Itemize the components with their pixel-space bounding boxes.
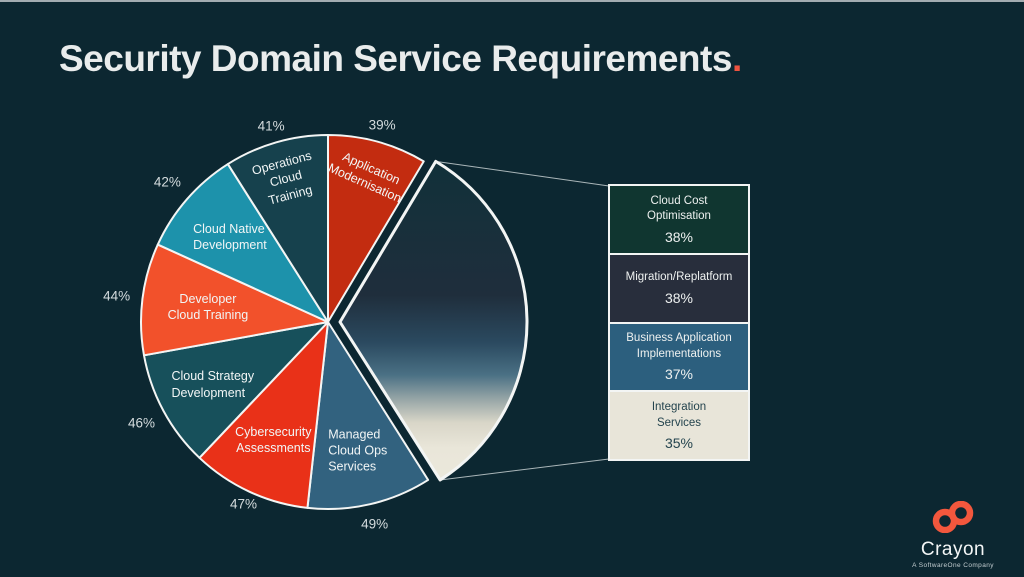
connector-line-bottom	[440, 458, 610, 481]
connector-line-top	[435, 160, 610, 187]
crayon-logo: Crayon A SoftwareOne Company	[894, 500, 1012, 569]
legend-connector-lines	[435, 160, 610, 481]
pie-slice-developer-cloud-training	[140, 243, 329, 357]
legend-item-migration-replatform: Migration/Replatform 38%	[610, 254, 748, 324]
crayon-logo-tagline: A SoftwareOne Company	[912, 562, 994, 569]
pie-slice-managed-cloud-ops-services	[306, 321, 430, 510]
window-edge-artifact	[0, 0, 1024, 2]
legend-item-label: Migration/Replatform	[625, 271, 733, 284]
pie-slice-cybersecurity-assessments	[198, 321, 329, 509]
legend-item-percent: 38%	[664, 228, 694, 245]
page-title: Security Domain Service Requirements.	[59, 38, 742, 80]
pie-slice-cloud-native-development	[156, 163, 329, 323]
pie-slice-cloud-strategy-development	[142, 321, 329, 459]
legend-item-percent: 38%	[664, 289, 694, 306]
pie-slice-application-modernisation	[327, 134, 425, 323]
title-text: Security Domain Service Requirements	[59, 38, 732, 79]
title-period: .	[731, 38, 742, 79]
crayon-logo-name: Crayon	[920, 539, 986, 560]
crayon-infinity-icon	[932, 500, 974, 534]
pie-slice-exploded-group	[338, 159, 529, 482]
legend-item-percent: 35%	[664, 435, 694, 452]
legend-item-percent: 37%	[664, 366, 694, 383]
pie-slice-operations-cloud-training	[226, 134, 329, 323]
pie-slices-group	[140, 134, 529, 510]
